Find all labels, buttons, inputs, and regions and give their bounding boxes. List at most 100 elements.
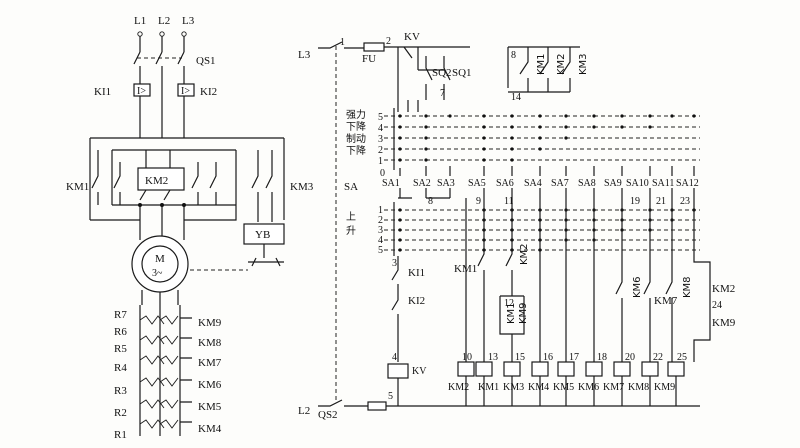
km7-resistor-label: KM7 [198,357,222,369]
ki2-label: KI2 [200,86,217,98]
node-11: 11 [504,196,514,207]
power-circuit: L1 L2 L3 QS1 I> I> KI1 KI2 KM1 KM2 [66,15,314,441]
node-24: 24 [712,300,722,311]
phase-wires-mid [139,66,185,84]
lower-row-down-2: 下降 [346,144,366,157]
phase-l3-label: L3 [182,15,195,27]
ki2-symbol: I> [181,86,190,97]
km2-bus [111,149,237,205]
phase-wires-top [139,36,185,52]
brake-label: YB [255,229,270,241]
junction [182,203,186,207]
resistor-r6-label: R6 [114,326,127,338]
motor-phase-label: 3~ [152,268,163,279]
coil-node-18: 18 [597,352,607,363]
sa2-label: SA2 [413,178,431,189]
fuse-top [363,42,385,52]
sa8-label: SA8 [578,178,596,189]
zero-position: 0 [380,168,385,179]
node-23: 23 [680,196,690,207]
sa5-label: SA5 [468,178,486,189]
km6-contact-label: KM6 [632,276,643,298]
lower-num-2: 2 [378,145,383,156]
resistor-r5-label: R5 [114,343,127,355]
km-top-contacts [507,46,580,93]
junction [138,203,142,207]
phase-l2-terminal [159,31,165,37]
coil-km1-label: KM1 [478,382,499,393]
coil-node-16: 16 [543,352,553,363]
sa-label: SA [344,181,358,193]
coil-node-25: 25 [677,352,687,363]
node-9: 9 [476,196,481,207]
km1-power-label: KM1 [66,181,89,193]
lowering-cam-lines [384,108,700,170]
ki2-relay-box [177,83,195,97]
phase-wires-lower [139,84,185,138]
ki-contacts [391,256,399,362]
km3-power-label: KM3 [290,181,314,193]
node-1: 1 [340,37,345,48]
rotor-leads [141,290,179,305]
sa11-label: SA11 [652,178,674,189]
lower-row-strong: 强力 [346,108,366,121]
km2-top-label: KM2 [556,53,567,75]
node-14: 14 [511,92,521,103]
control-circuit: L3 L2 QS2 1 FU 5 2 KV SQ2 SQ1 7 8 14 KM1… [298,31,736,421]
km1-top-label: KM1 [536,53,547,75]
node-2: 2 [386,36,391,47]
interlock-km9: KM9 [518,302,529,324]
sq1-label: SQ1 [452,67,472,79]
kv-contact [403,46,419,70]
coil-km6-label: KM6 [578,382,599,393]
km2-right-label: KM2 [712,283,735,295]
node-12: 12 [504,298,514,309]
qs1-label: QS1 [196,55,216,67]
ki1-symbol: I> [137,86,146,97]
interlock-km1: KM1 [506,302,517,324]
coil-node-10: 10 [462,352,472,363]
kv-contact-label: KV [404,31,420,43]
km9-resistor-label: KM9 [198,317,222,329]
kv-coil [387,363,409,379]
raise-num-4: 4 [378,235,383,246]
km7-contact-label: KM7 [654,295,678,307]
coil-km4-label: KM4 [528,382,549,393]
distribution-bus [89,137,285,220]
coil-km5-label: KM5 [553,382,574,393]
feed-wires [397,47,419,112]
coil-node-13: 13 [488,352,498,363]
coil-branch-wires [477,198,711,362]
qs2-top-contact [318,41,364,49]
coil-km8-label: KM8 [628,382,649,393]
phase-l2-label: L2 [158,15,170,27]
raise-num-5: 5 [378,245,383,256]
coil-km2-label: KM2 [448,382,469,393]
ki1-label: KI1 [94,86,111,98]
node-19: 19 [630,196,640,207]
sa9-label: SA9 [604,178,622,189]
resistor-r3-label: R3 [114,385,127,397]
motor-inner [141,245,179,283]
node-8-top: 8 [511,50,516,61]
km8-contact-label: KM8 [682,276,693,298]
lower-num-5: 5 [378,112,383,123]
coil-km3-label: KM3 [503,382,524,393]
lower-num-3: 3 [378,134,383,145]
phase-l3-terminal [181,31,187,37]
node-3: 3 [392,258,397,269]
raise-num-3: 3 [378,225,383,236]
resistor-r7-label: R7 [114,309,127,321]
km2-branch-label: KM2 [519,243,530,265]
sa6-label: SA6 [496,178,514,189]
km6-resistor-label: KM6 [198,379,222,391]
contactor-coils [457,198,685,406]
ki1-relay-box [133,83,151,97]
node-21: 21 [656,196,666,207]
sa-contact-row [398,166,695,199]
raising-cam-lines [384,202,700,256]
resistor-ladder [139,305,192,436]
km2-contactor-box [137,167,185,191]
cam-contact-dots [398,114,696,162]
